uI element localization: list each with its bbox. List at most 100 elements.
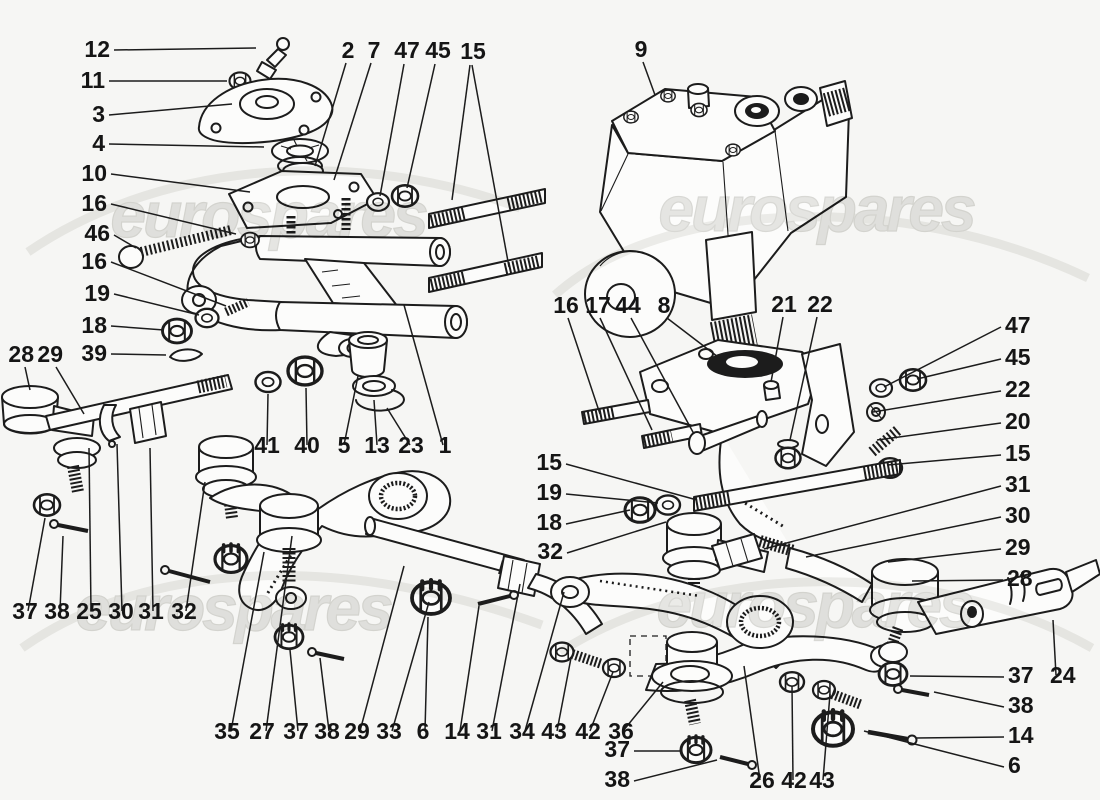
part-label-30: 30 [108, 598, 134, 624]
leader-line-20 [876, 422, 1002, 441]
leader-line-32 [566, 521, 667, 554]
leader-line-18 [110, 325, 165, 331]
part-label-43: 43 [541, 718, 567, 744]
leader-line-26 [743, 665, 761, 781]
leader-line-19 [113, 293, 200, 316]
bolt-20 [868, 425, 904, 480]
watermark-swoosh [19, 571, 544, 652]
part-label-28: 28 [1007, 565, 1033, 591]
washer-41 [254, 370, 282, 394]
grease-nipple [256, 37, 290, 80]
stud-15-pair [428, 188, 546, 293]
bearing-ring-4 [271, 138, 329, 176]
cover-bolt [623, 110, 639, 124]
bolt-43 [549, 641, 604, 669]
part-label-1: 1 [439, 432, 452, 458]
leader-line-47 [379, 63, 405, 197]
top-plate-3 [197, 77, 334, 145]
cover-bolt [660, 89, 676, 103]
leader-line-18 [565, 509, 631, 525]
part-label-16: 16 [81, 248, 107, 274]
adjuster-31 [129, 401, 167, 444]
nut-18 [161, 317, 193, 345]
leader-line-15 [886, 454, 1002, 466]
tie-rod-24 [917, 559, 1100, 635]
part-label-38: 38 [604, 766, 630, 792]
leader-lines [24, 47, 1057, 782]
leader-line-31 [763, 485, 1002, 550]
ball-joint-32 [195, 435, 257, 519]
leader-line-28 [911, 579, 1004, 582]
leader-line-35 [230, 551, 265, 732]
part-label-45: 45 [425, 37, 451, 63]
watermark-swoosh [551, 212, 1090, 299]
eurospares-watermark: eurospares [110, 179, 426, 251]
part-label-16: 16 [81, 190, 107, 216]
part-label-11: 11 [81, 67, 106, 93]
leader-line-28 [24, 366, 31, 391]
key-39 [169, 348, 203, 362]
leader-line-44 [630, 317, 695, 435]
part-label-9: 9 [635, 36, 648, 62]
leader-line-43 [556, 657, 572, 732]
nut-37 [877, 661, 909, 687]
adjuster-screw [687, 83, 710, 118]
part-label-6: 6 [417, 718, 430, 744]
leader-line-41 [266, 393, 269, 446]
part-label-15: 15 [1005, 440, 1031, 466]
dashed-reference-box [629, 635, 667, 677]
leader-line-7 [333, 62, 372, 181]
part-label-43: 43 [809, 767, 835, 793]
leader-line-12 [113, 47, 257, 51]
washer-19 [654, 494, 682, 516]
leader-line-33 [391, 601, 430, 732]
leader-line-27 [265, 535, 293, 732]
part-label-42: 42 [575, 718, 601, 744]
leader-line-30 [805, 516, 1002, 558]
part-label-13: 13 [364, 432, 390, 458]
part-label-32: 32 [537, 538, 563, 564]
part-label-26: 26 [749, 767, 775, 793]
leader-line-15 [451, 64, 471, 201]
part-label-7: 7 [368, 37, 381, 63]
leader-line-31 [491, 583, 521, 732]
part-label-37: 37 [283, 718, 309, 744]
part-label-10: 10 [81, 160, 107, 186]
part-label-29: 29 [37, 341, 63, 367]
part-label-30: 30 [1005, 502, 1031, 528]
part-label-41: 41 [254, 432, 280, 458]
leader-line-23 [386, 407, 411, 446]
part-label-34: 34 [509, 718, 535, 744]
leader-line-4 [108, 143, 265, 148]
leader-line-30 [116, 443, 123, 612]
part-label-4: 4 [92, 130, 105, 156]
part-label-21: 21 [771, 291, 797, 317]
part-label-38: 38 [44, 598, 70, 624]
leader-line-15 [565, 463, 698, 501]
part-label-44: 44 [615, 292, 641, 318]
part-label-16: 16 [553, 292, 579, 318]
part-label-15: 15 [460, 38, 486, 64]
leader-line-19 [565, 493, 659, 504]
leader-line-13 [373, 399, 378, 446]
leader-line-38 [319, 657, 330, 732]
pitman-mount-bracket-44 [581, 339, 928, 602]
stud-16 [581, 399, 651, 425]
part-label-28: 28 [8, 341, 34, 367]
part-label-18: 18 [81, 312, 107, 338]
leader-line-45 [406, 63, 436, 189]
leader-line-9 [642, 61, 656, 96]
leader-line-10 [110, 173, 251, 193]
part-label-31: 31 [1005, 471, 1031, 497]
part-label-27: 27 [249, 718, 275, 744]
leader-line-29 [55, 366, 85, 415]
castle-nut-37 [679, 734, 713, 765]
leader-line-8 [666, 317, 723, 361]
flange-plate-10 [228, 170, 378, 229]
leader-line-47 [883, 326, 1002, 388]
part-label-29: 29 [1005, 534, 1031, 560]
leader-line-31 [149, 447, 154, 612]
part-label-3: 3 [92, 101, 105, 127]
part-label-37: 37 [604, 736, 630, 762]
